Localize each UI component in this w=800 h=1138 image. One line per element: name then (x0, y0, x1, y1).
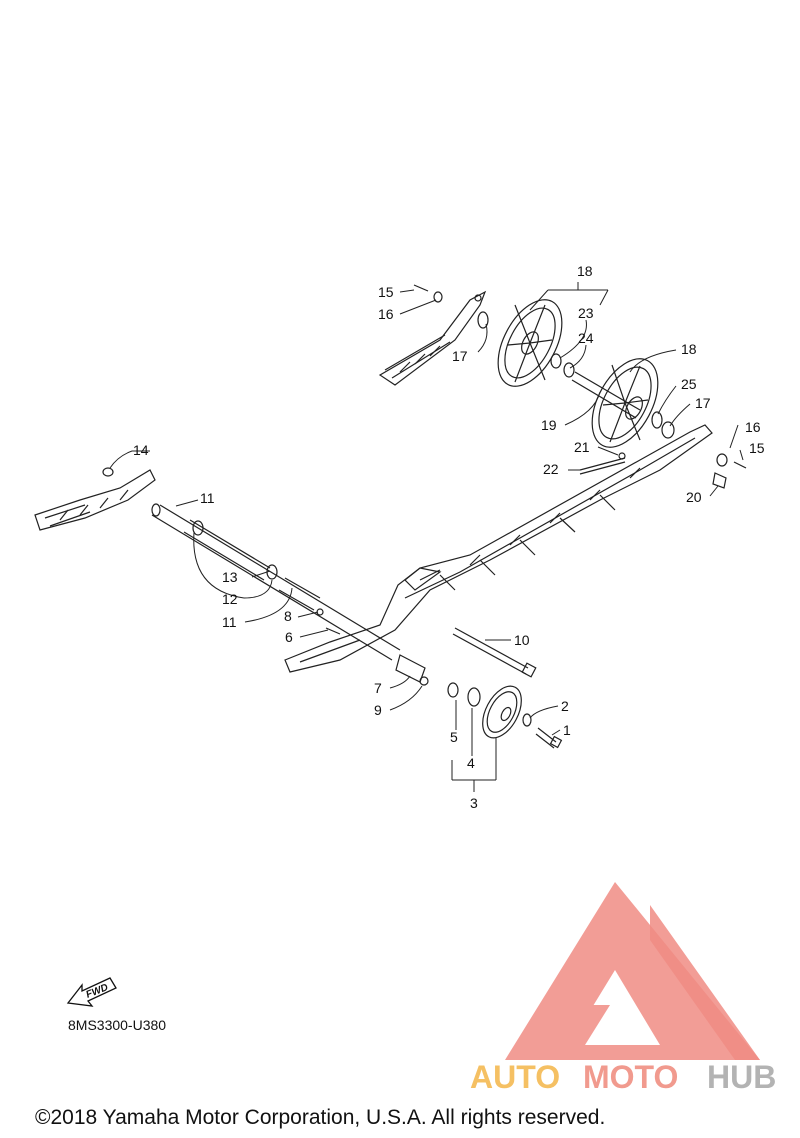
nut-9 (419, 676, 429, 686)
callout-16-upper: 16 (378, 306, 394, 322)
bolt-15-upper (413, 284, 429, 292)
watermark-logo: AUTO MOTO HUB (470, 882, 776, 1095)
rear-left-rail (378, 290, 487, 386)
callout-7: 7 (374, 680, 382, 696)
bolt-1-head (549, 735, 563, 749)
watermark-moto: MOTO (583, 1059, 678, 1095)
callout-11-lower: 11 (222, 614, 237, 630)
callout-24: 24 (578, 330, 594, 346)
roller-tube-right (278, 577, 321, 611)
callout-22: 22 (543, 461, 559, 477)
washer-16-lower (716, 453, 728, 467)
callout-13: 13 (222, 569, 238, 585)
spring-22 (579, 457, 626, 471)
washer-2 (522, 713, 532, 727)
callout-9: 9 (374, 702, 382, 718)
bolt-6 (325, 627, 341, 635)
bolt-10-head (521, 662, 537, 678)
callout-4: 4 (467, 755, 475, 771)
callout-20: 20 (686, 489, 702, 505)
callout-labels: 18 15 23 16 24 18 17 25 17 19 16 21 14 1… (133, 263, 765, 811)
callout-15-upper: 15 (378, 284, 394, 300)
leader-lines (109, 282, 744, 792)
spring-22-edge (579, 461, 626, 475)
copyright-notice: ©2018 Yamaha Motor Corporation, U.S.A. A… (35, 1106, 605, 1129)
fwd-arrow: FWD (66, 977, 117, 1007)
callout-6: 6 (285, 629, 293, 645)
fwd-label: FWD (85, 982, 110, 1001)
callout-3: 3 (470, 795, 478, 811)
watermark-triangle-icon (505, 882, 760, 1060)
bearing-17-upper (477, 311, 489, 329)
callout-23: 23 (578, 305, 594, 321)
watermark-triangle-inner-icon (650, 905, 760, 1060)
collar-5 (447, 682, 459, 698)
callout-14: 14 (133, 442, 149, 458)
callout-19: 19 (541, 417, 557, 433)
callout-15-lower: 15 (749, 440, 765, 456)
drawing-code: 8MS3300-U380 (68, 1017, 166, 1033)
callout-12: 12 (222, 591, 238, 607)
washer-16-upper (433, 291, 443, 303)
callout-10: 10 (514, 632, 530, 648)
lower-wheel-assembly (447, 682, 563, 749)
bolt-10 (452, 627, 529, 675)
fwd-arrow-icon (66, 977, 117, 1007)
callout-8: 8 (284, 608, 292, 624)
collar-23 (550, 353, 562, 369)
callout-1: 1 (563, 722, 571, 738)
callout-25: 25 (681, 376, 697, 392)
callout-21: 21 (574, 439, 590, 455)
callout-18-lower: 18 (681, 341, 697, 357)
parts-line-art (34, 284, 747, 749)
watermark-hub: HUB (707, 1059, 776, 1095)
callout-18-upper: 18 (577, 263, 593, 279)
callout-16-lower: 16 (745, 419, 761, 435)
callout-5: 5 (450, 729, 458, 745)
front-left-rail (34, 467, 156, 531)
watermark-auto: AUTO (470, 1059, 560, 1095)
front-shaft (151, 503, 401, 661)
pin-21 (618, 452, 626, 460)
bearing-17-lower (661, 421, 675, 439)
circlip-25 (651, 411, 663, 429)
circlip-24 (563, 362, 575, 378)
idler-wheel-lower (591, 358, 659, 448)
main-right-rail (284, 424, 713, 673)
cap-20 (712, 472, 727, 489)
callout-17-upper: 17 (452, 348, 468, 364)
callout-11-upper: 11 (200, 490, 215, 506)
collar-13-left (192, 520, 204, 536)
bolt-15-lower (733, 461, 747, 469)
callout-17-lower: 17 (695, 395, 711, 411)
idler-wheel-upper (497, 299, 563, 387)
bearing-4 (467, 687, 481, 707)
callout-2: 2 (561, 698, 569, 714)
